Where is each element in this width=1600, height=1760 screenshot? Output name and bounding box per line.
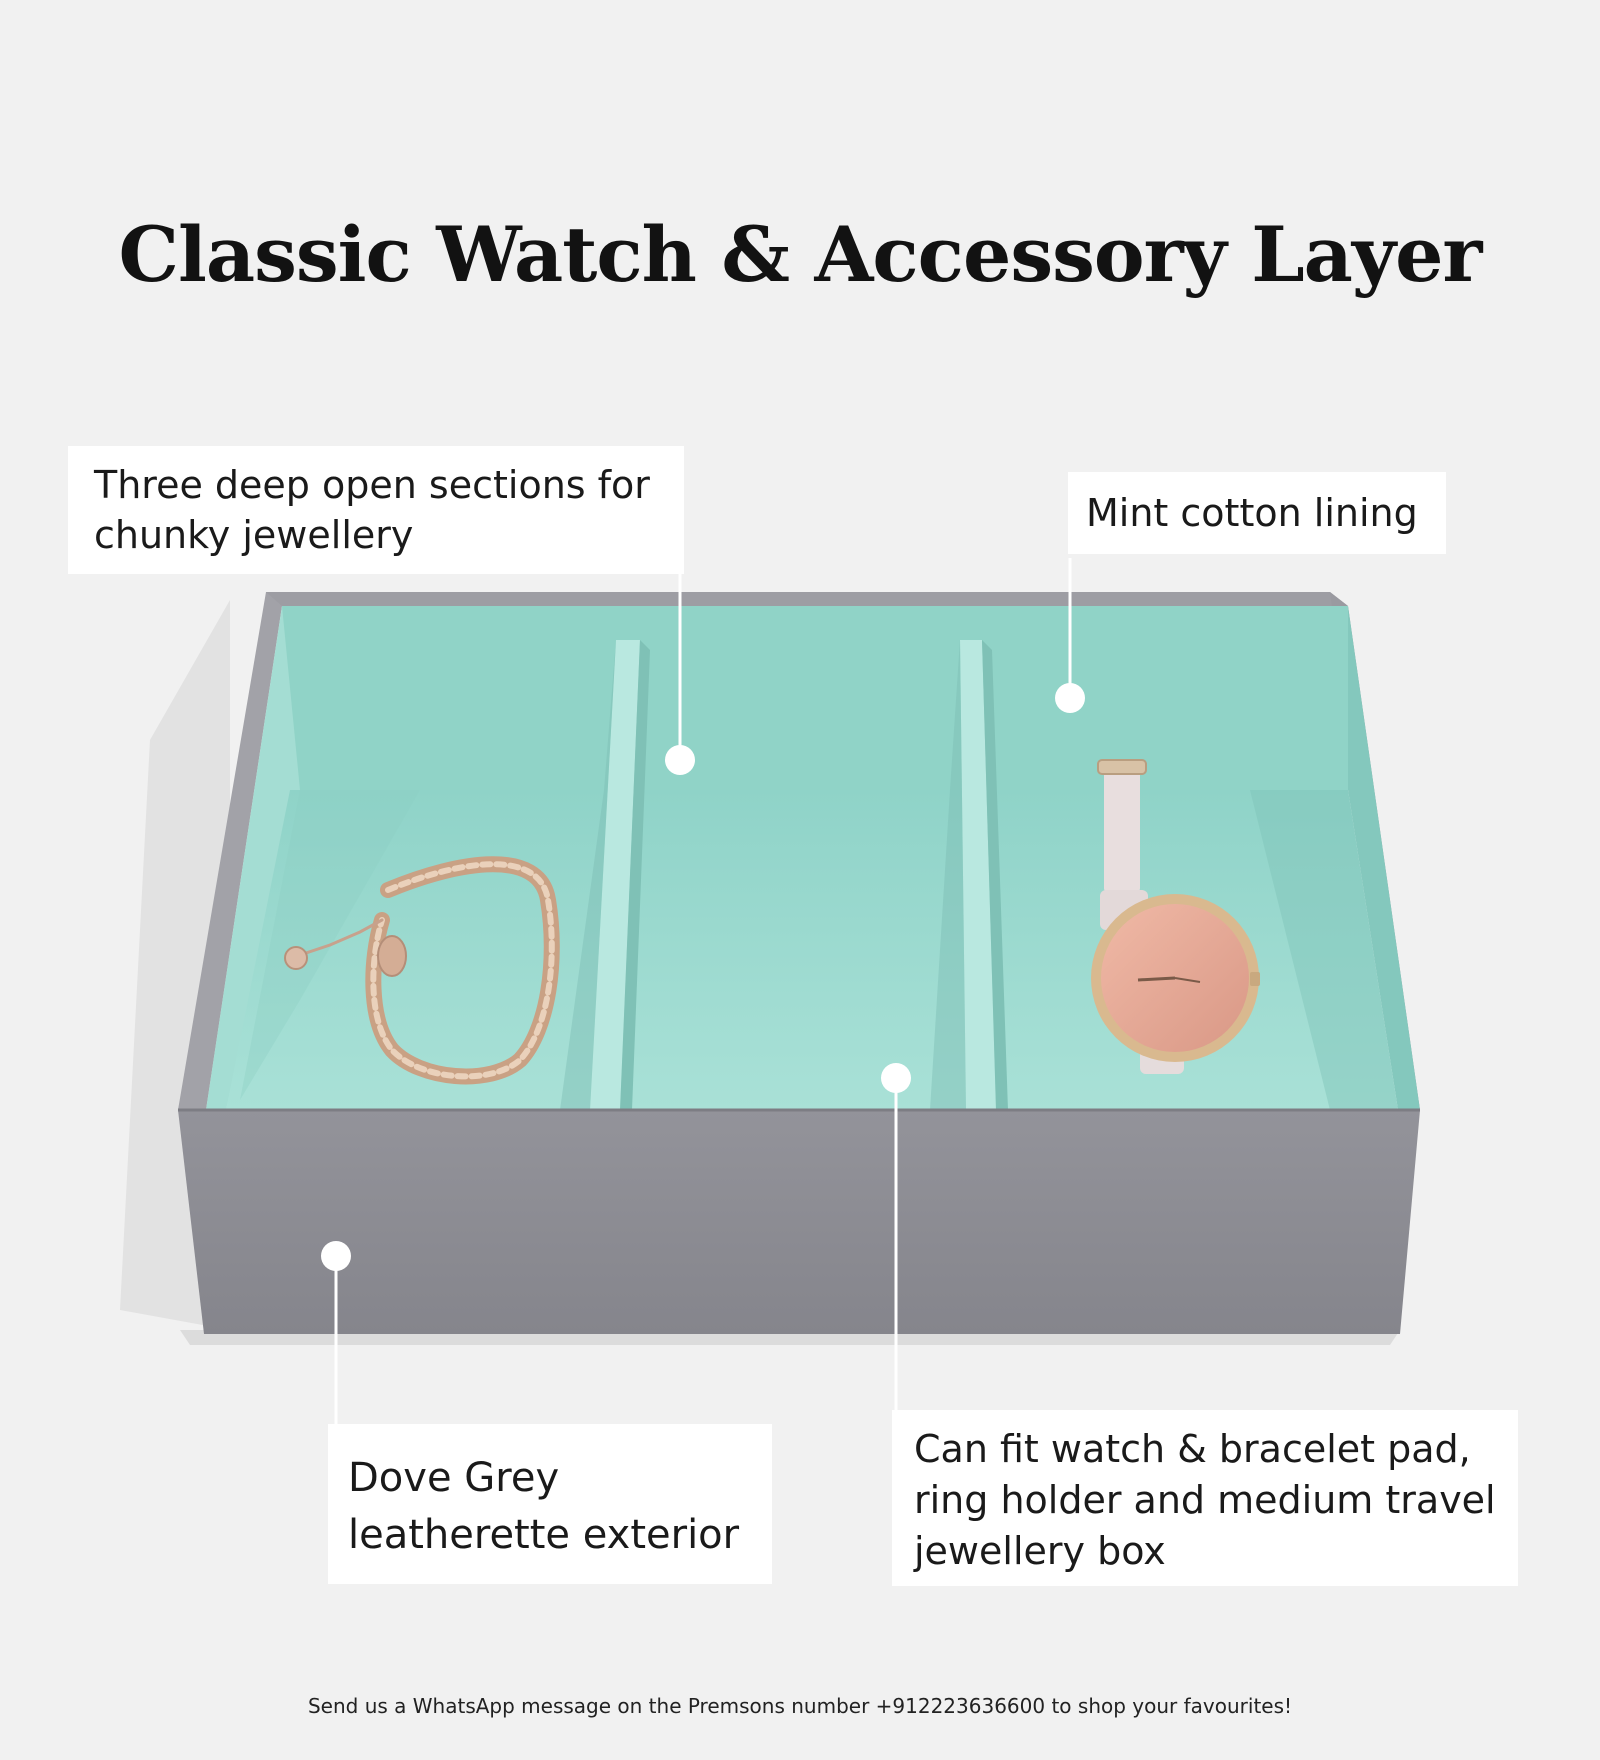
callout-lining: Mint cotton lining: [1068, 472, 1446, 554]
divider-left: [590, 640, 640, 1110]
callout-dot-fit: [881, 1063, 911, 1093]
divider-right: [960, 640, 996, 1110]
callout-dot-exterior: [321, 1241, 351, 1271]
box-rim-back: [266, 592, 1348, 606]
box-rim-left: [178, 592, 282, 1110]
callout-fit-line2: ring holder and medium travel: [914, 1477, 1496, 1522]
callout-sections-line1: Three deep open sections for: [94, 463, 650, 507]
watch: [1091, 759, 1260, 1074]
callout-fit: Can fit watch & bracelet pad, ring holde…: [892, 1410, 1518, 1586]
callout-exterior: Dove Grey leatherette exterior: [328, 1424, 772, 1584]
callout-sections-line2: chunky jewellery: [94, 513, 414, 558]
page-title: Classic Watch & Accessory Layer: [118, 210, 1483, 299]
callout-fit-line3: jewellery box: [914, 1528, 1166, 1573]
callout-lining-line1: Mint cotton lining: [1086, 491, 1418, 535]
callout-fit-line1: Can fit watch & bracelet pad,: [914, 1427, 1471, 1471]
footer-whatsapp-note: Send us a WhatsApp message on the Premso…: [307, 1694, 1293, 1718]
callout-sections: Three deep open sections for chunky jewe…: [68, 446, 684, 574]
inner-back-wall: [282, 606, 1348, 790]
callout-exterior-line2: leatherette exterior: [348, 1511, 740, 1558]
inner-left-wall: [206, 606, 300, 1110]
callout-dot-lining: [1055, 683, 1085, 713]
box-front: [178, 1110, 1420, 1334]
inner-right-wall: [1348, 606, 1420, 1110]
callout-exterior-line1: Dove Grey: [348, 1455, 560, 1501]
callout-leaders: [334, 558, 1072, 1424]
bracelet: [284, 856, 560, 1085]
callout-dot-sections: [665, 745, 695, 775]
